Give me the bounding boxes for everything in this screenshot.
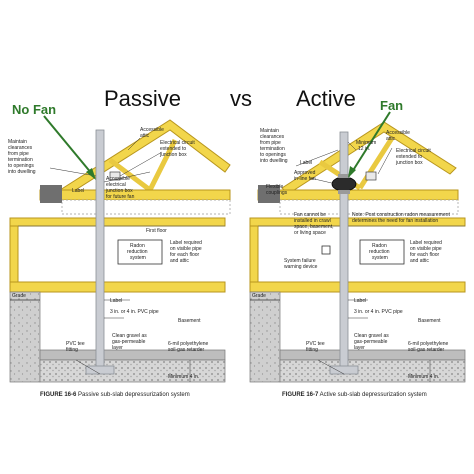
fan-arrowhead — [348, 166, 356, 178]
active-min12-label: Minimum 12 in. — [356, 140, 378, 152]
active-gravel — [279, 359, 466, 383]
active-minimum-label: Minimum 4 in. — [408, 374, 439, 380]
passive-label2-text: Label — [110, 298, 122, 304]
active-attic-label: Accessible attic — [386, 130, 411, 142]
passive-diagram — [9, 115, 231, 383]
no-fan-arrow — [43, 115, 93, 175]
passive-wall — [9, 225, 19, 291]
active-label2-text: Label — [354, 298, 366, 304]
active-poly-label: 6-mil polyethylene soil-gas retarder — [408, 341, 450, 353]
vs-title: vs — [230, 86, 252, 111]
fan-coupling-bottom — [338, 190, 350, 194]
passive-radon-label: Radon reduction system — [127, 243, 149, 261]
active-figure-number: FIGURE 16-7 — [282, 392, 319, 398]
active-basement-label: Basement — [418, 318, 441, 324]
active-warning-label: System failure warning device — [284, 258, 318, 270]
active-radon-label-box — [359, 239, 405, 265]
passive-foundation — [9, 291, 41, 383]
passive-floor-band — [9, 217, 226, 227]
active-maintain-label: Maintain clearances from pipe terminatio… — [260, 128, 288, 164]
passive-poly-label: 6-mil polyethylene soil-gas retarder — [168, 341, 210, 353]
active-pvc-tee — [329, 365, 359, 375]
active-figure-caption: FIGURE 16-7 Active sub-slab depressuriza… — [282, 392, 427, 398]
fan-arrow — [351, 111, 391, 173]
active-title: Active — [296, 86, 356, 111]
passive-electrical-label: Electrical circuit extended to junction … — [159, 140, 196, 158]
active-junction-box — [365, 171, 377, 181]
active-sill-band — [249, 281, 466, 293]
passive-figure-caption: FIGURE 16-6 Passive sub-slab depressuriz… — [40, 392, 190, 398]
passive-pvc-pipe-label: 3 in. or 4 in. PVC pipe — [110, 309, 159, 315]
passive-minimum-label: Minimum 4 in. — [168, 374, 199, 380]
passive-eave-block — [40, 185, 62, 203]
no-fan-arrowhead — [86, 168, 96, 180]
active-flexible-label: Flexible couplings — [266, 184, 288, 196]
warning-device-box — [321, 245, 331, 255]
passive-pvc-tee — [85, 365, 115, 375]
passive-figure-text: Passive sub-slab depressurization system — [76, 392, 190, 398]
passive-ceiling-joist — [39, 189, 231, 201]
active-ceiling-joist — [257, 189, 459, 201]
passive-title: Passive — [104, 86, 182, 111]
passive-label-required: Label required on visible pipe for each … — [170, 240, 203, 264]
active-diagram — [249, 111, 466, 383]
active-foundation — [249, 291, 281, 383]
active-vent-pipe — [339, 131, 349, 371]
active-eave-block — [258, 185, 280, 203]
passive-radon-label-box — [117, 239, 163, 265]
active-note-label: Note: Post construction radon measuremen… — [352, 212, 451, 224]
active-pvc-pipe-label: 3 in. or 4 in. PVC pipe — [354, 309, 403, 315]
fan-coupling-top — [338, 174, 350, 178]
active-electrical-label: Electrical circuit extended to junction … — [395, 148, 432, 166]
passive-label-text: Label — [72, 188, 84, 194]
passive-junction-label: Accessible electrical junction box for f… — [105, 176, 135, 200]
active-radon-label: Radon reduction system — [369, 243, 391, 261]
active-roof-rafter — [281, 121, 457, 195]
passive-truss-web-2 — [147, 138, 178, 192]
active-gravel-label: Clean gravel as gas-permeable layer — [354, 333, 390, 351]
no-fan-callout: No Fan — [12, 102, 57, 117]
passive-sill-band — [9, 281, 226, 293]
passive-figure-number: FIGURE 16-6 — [40, 392, 77, 398]
fan-callout: Fan — [380, 98, 404, 113]
active-wall — [249, 225, 259, 291]
active-fan-label: Approved in-line fan — [294, 170, 317, 182]
passive-vent-pipe — [95, 129, 105, 371]
passive-grade-label: Grade — [12, 293, 26, 299]
active-tee-label: PVC tee fitting — [306, 341, 326, 353]
active-label-required: Label required on visible pipe for each … — [410, 240, 443, 264]
active-fan-cannot-label: Fan cannot be installed in crawl space, … — [294, 212, 335, 236]
passive-first-floor-label: First floor — [146, 228, 167, 234]
active-truss-web-2 — [357, 136, 395, 190]
active-grade-label: Grade — [252, 293, 266, 299]
passive-gravel — [39, 359, 226, 383]
passive-basement-label: Basement — [178, 318, 201, 324]
passive-attic-label: Accessible attic — [140, 127, 165, 139]
passive-gravel-label: Clean gravel as gas-permeable layer — [112, 333, 148, 351]
active-figure-text: Active sub-slab depressurization system — [318, 392, 427, 398]
passive-truss-web — [108, 158, 152, 192]
passive-tee-label: PVC tee fitting — [66, 341, 86, 353]
active-label-text: Label — [300, 160, 312, 166]
passive-maintain-label: Maintain clearances from pipe terminatio… — [8, 139, 36, 175]
